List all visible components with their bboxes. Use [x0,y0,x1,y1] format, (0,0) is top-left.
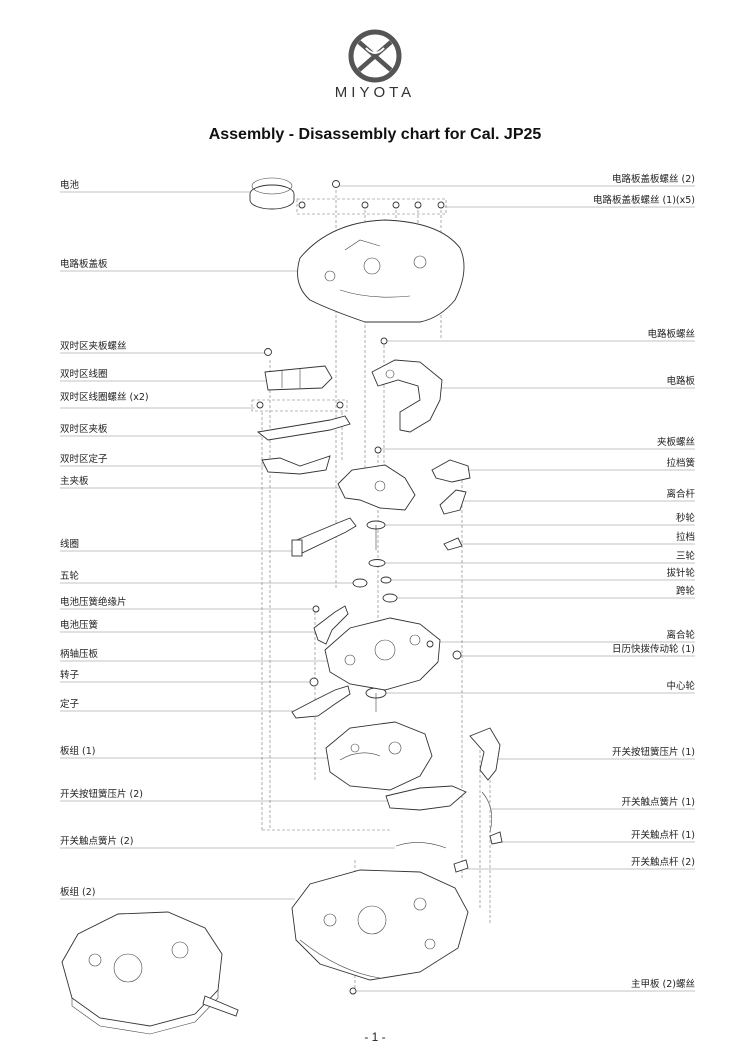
label-circuit-board: 电路板 [666,376,695,387]
label-circuit-board-cover: 电路板盖板 [60,259,108,270]
label-switch-contact-lever-1: 开关触点杆 (1) [631,830,695,841]
label-second-wheel: 秒轮 [675,513,695,524]
circuit-cover-screws [296,180,447,215]
label-dual-time-coil: 双时区线圈 [60,369,108,380]
label-battery-spring: 电池压簧 [60,620,99,631]
right-leader-lines [337,185,695,992]
rotor-stator [291,677,351,719]
label-setting-lever-spring: 拉档簧 [666,458,695,469]
label-dual-time-bridge-screw: 双时区夹板螺丝 [60,341,127,352]
label-rotor: 转子 [60,670,80,681]
label-setting-wheel: 拔针轮 [666,568,695,579]
dual-time-parts [251,348,351,475]
assembled-movement [61,911,239,1035]
wheels [352,520,398,712]
setting-parts [431,459,471,551]
label-fifth-wheel: 五轮 [60,571,80,582]
label-date-quick-set-wheel: 日历快拨传动轮 (1) [612,644,695,655]
label-circuit-cover-screw-2: 电路板盖板螺丝 (2) [612,174,695,185]
label-third-wheel: 三轮 [675,551,695,562]
middle-assembly [324,617,462,691]
battery [249,177,295,210]
label-plate-group-2: 板组 (2) [60,887,96,898]
label-setting-lever-plate: 柄轴压板 [60,649,99,660]
label-clutch-lever: 离合杆 [666,489,695,500]
label-setting-lever: 拉档 [675,532,695,543]
circuit-board [371,337,443,433]
switch-parts [385,727,503,873]
label-center-wheel: 中心轮 [666,681,695,692]
label-main-plate-screw-2: 主甲板 (2)螺丝 [631,979,695,990]
label-battery-spring-insulator: 电池压簧绝缘片 [60,597,127,608]
label-circuit-cover-screw-1: 电路板盖板螺丝 (1)(x5) [592,195,695,206]
plate-group-1 [325,721,433,791]
brand-name: MIYOTA [334,84,416,101]
plate-group-2 [291,869,469,995]
label-switch-spring-plate-1: 开关按钮簧压片 (1) [612,747,695,758]
page-title: Assembly - Disassembly chart for Cal. JP… [208,126,542,143]
label-clutch-wheel: 离合轮 [666,630,695,641]
miyota-logo-icon [348,29,402,83]
label-stator: 定子 [60,699,80,710]
label-dual-time-bridge: 双时区夹板 [60,424,108,435]
label-coil: 线圈 [60,539,80,550]
label-main-bridge: 主夹板 [60,476,89,487]
page-number: - 1 - [364,1030,386,1044]
label-intermediate-wheel: 跨轮 [675,586,695,597]
coil [291,517,357,557]
label-battery: 电池 [60,180,80,191]
label-switch-contact-lever-2: 开关触点杆 (2) [631,857,695,868]
label-circuit-board-screw: 电路板螺丝 [647,329,695,340]
label-plate-group-1: 板组 (1) [60,746,96,757]
left-leader-lines [60,191,395,900]
label-dual-time-coil-screw: 双时区线圈螺丝 (x2) [60,392,149,403]
label-switch-contact-spring-2: 开关触点簧片 (2) [60,836,134,847]
battery-spring-parts [312,605,349,645]
circuit-board-cover [297,219,465,323]
label-dual-time-stator: 双时区定子 [60,454,108,465]
label-switch-contact-spring-1: 开关触点簧片 (1) [621,797,695,808]
label-switch-spring-plate-2: 开关按钮簧压片 (2) [60,789,143,800]
main-bridge [337,446,416,511]
label-bridge-screw: 夹板螺丝 [656,437,695,448]
